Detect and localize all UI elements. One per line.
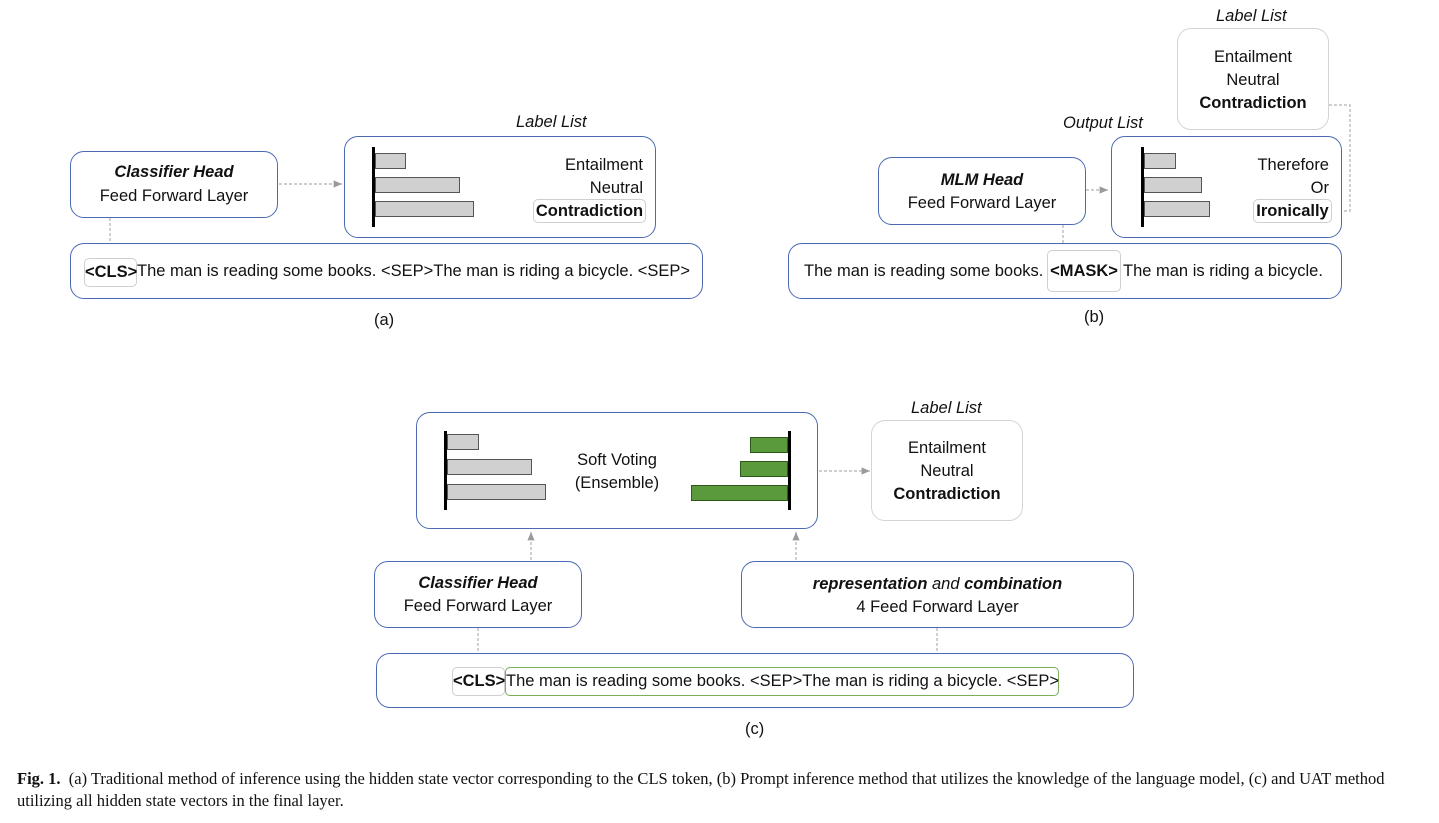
comb-title-word: combination (964, 575, 1063, 593)
label-neutral: Neutral (920, 462, 974, 480)
label-list-title: Label List (911, 399, 982, 417)
input-sentence: The man is reading some books. <SEP>The … (137, 262, 691, 280)
caption-b: (b) (1084, 308, 1105, 326)
bar-3 (447, 484, 546, 500)
bar-3 (1144, 201, 1210, 217)
output-list-title: Output List (1063, 114, 1143, 132)
green-bar-1 (750, 437, 788, 453)
label-neutral: Neutral (1226, 71, 1280, 89)
label-entailment: Entailment (1214, 48, 1292, 66)
label-neutral: Neutral (589, 179, 643, 197)
mask-token: <MASK> (1047, 250, 1121, 292)
sentence-right: The man is riding a bicycle. (1123, 262, 1323, 280)
rep-comb-sub: 4 Feed Forward Layer (856, 598, 1019, 616)
representation-combination-box: representation and combination 4 Feed Fo… (741, 561, 1134, 628)
label-list-title: Label List (516, 113, 587, 131)
mlm-head-sub: Feed Forward Layer (907, 194, 1057, 212)
label-entailment: Entailment (565, 156, 643, 174)
cls-token: <CLS> (84, 258, 137, 287)
caption-a: (a) (374, 311, 395, 329)
mlm-head-box: MLM Head Feed Forward Layer (878, 157, 1086, 225)
classifier-head-sub: Feed Forward Layer (99, 187, 249, 205)
ensemble-label: (Ensemble) (574, 474, 660, 492)
bar-2 (375, 177, 460, 193)
label-entailment: Entailment (908, 439, 986, 457)
input-sequence-box: <CLS> The man is reading some books. <SE… (376, 653, 1134, 708)
classifier-head-title: Classifier Head (418, 574, 538, 592)
figure-label: Fig. 1. (17, 769, 61, 788)
label-list-box: Entailment Neutral Contradiction (1177, 28, 1329, 130)
cls-token: <CLS> (452, 667, 505, 696)
bar-1 (1144, 153, 1176, 169)
label-contradiction-highlight: Contradiction (533, 199, 646, 223)
sentence-left: The man is reading some books. (804, 262, 1044, 280)
output-ironically-highlight: Ironically (1253, 199, 1332, 223)
green-bar-axis (788, 431, 791, 510)
label-contradiction: Contradiction (893, 485, 1001, 503)
label-contradiction: Contradiction (1199, 94, 1307, 112)
mlm-head-title: MLM Head (940, 171, 1024, 189)
green-bar-2 (740, 461, 788, 477)
label-list-box: Entailment Neutral Contradiction (344, 136, 656, 238)
bar-2 (447, 459, 532, 475)
rep-comb-title: representation and combination (742, 573, 1133, 595)
and-word: and (932, 575, 960, 593)
output-therefore: Therefore (1257, 156, 1329, 174)
label-list-box: Entailment Neutral Contradiction (871, 420, 1023, 521)
label-list-title: Label List (1216, 7, 1287, 25)
output-or: Or (1310, 179, 1329, 197)
figure-caption-text: (a) Traditional method of inference usin… (17, 769, 1385, 810)
bar-1 (375, 153, 406, 169)
caption-c: (c) (745, 720, 765, 738)
classifier-head-box: Classifier Head Feed Forward Layer (374, 561, 582, 628)
gray-bar-axis (444, 431, 447, 510)
rep-title-word: representation (812, 575, 928, 593)
input-sequence-box: <CLS> The man is reading some books. <SE… (70, 243, 703, 299)
input-sequence-box: The man is reading some books. <MASK> Th… (788, 243, 1342, 299)
classifier-head-title: Classifier Head (114, 163, 234, 181)
figure-caption: Fig. 1. (a) Traditional method of infere… (17, 768, 1407, 812)
bar-1 (447, 434, 479, 450)
soft-voting-box: Soft Voting (Ensemble) (416, 412, 818, 529)
sentence-highlight (505, 667, 1059, 696)
output-list-box: Therefore Or Ironically (1111, 136, 1342, 238)
classifier-head-box: Classifier Head Feed Forward Layer (70, 151, 278, 218)
bar-3 (375, 201, 474, 217)
bar-axis (1141, 147, 1144, 227)
input-sentence: The man is reading some books. <SEP>The … (506, 672, 1060, 690)
green-bar-3 (691, 485, 788, 501)
bar-axis (372, 147, 375, 227)
bar-2 (1144, 177, 1202, 193)
soft-voting-label: Soft Voting (577, 451, 657, 469)
classifier-head-sub: Feed Forward Layer (403, 597, 553, 615)
